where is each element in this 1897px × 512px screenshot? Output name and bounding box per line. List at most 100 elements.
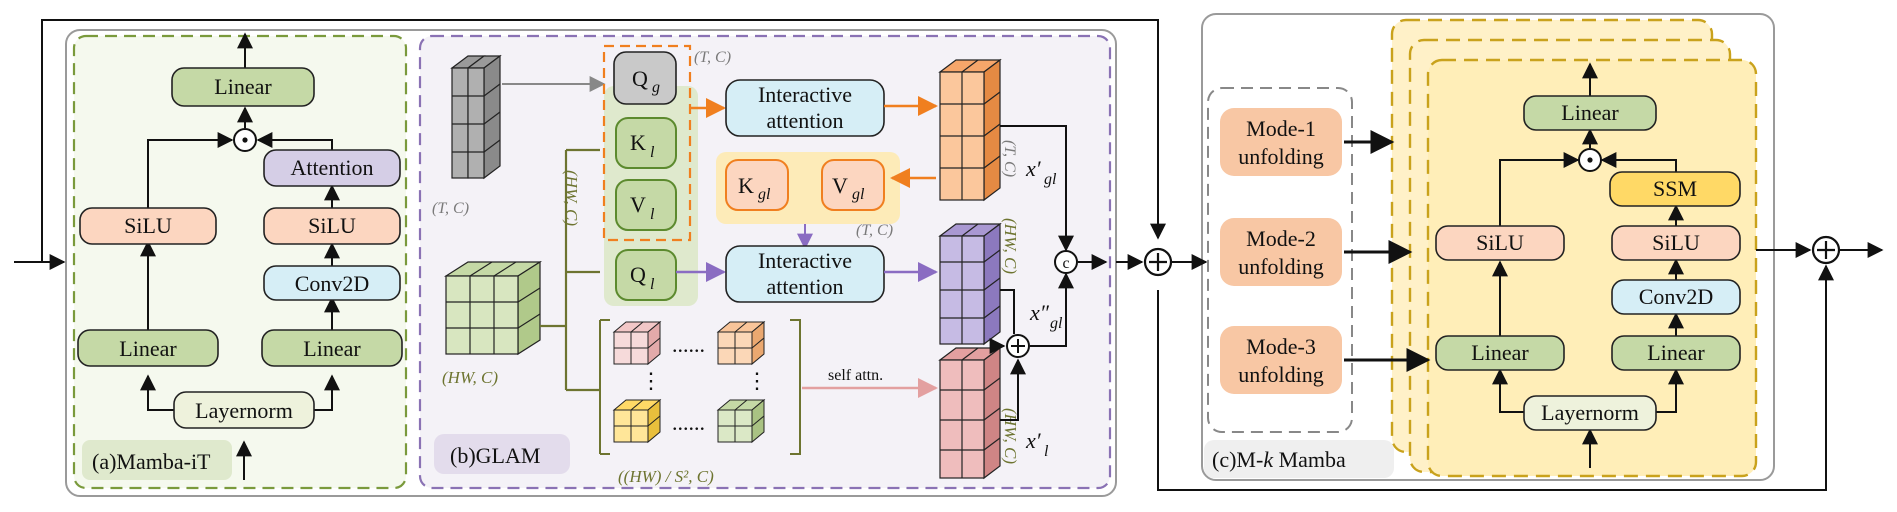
v-l-block — [615, 179, 677, 231]
svg-text:unfolding: unfolding — [1238, 254, 1324, 279]
mamba-it-attention — [263, 149, 401, 187]
svg-text:gl: gl — [1050, 315, 1063, 332]
svg-text:Linear: Linear — [214, 74, 272, 99]
mamba-it-layernorm — [173, 391, 315, 429]
svg-text:(T, C): (T, C) — [432, 200, 469, 217]
svg-text:unfolding: unfolding — [1238, 144, 1324, 169]
svg-text:Linear: Linear — [303, 336, 361, 361]
k-l-block — [615, 117, 677, 169]
svg-text:c: c — [1062, 255, 1069, 272]
svg-text:attention: attention — [767, 108, 844, 133]
svg-text:SSM: SSM — [1653, 176, 1697, 201]
mamba-it-silu-right — [263, 207, 401, 245]
patch-cube-pink — [612, 320, 662, 366]
svg-text:K: K — [630, 130, 646, 155]
svg-text:Conv2D: Conv2D — [1639, 284, 1714, 309]
svg-text:(T, C): (T, C) — [694, 49, 731, 66]
svg-text:(HW, C): (HW, C) — [1001, 408, 1020, 464]
svg-text:(HW, C): (HW, C) — [442, 368, 498, 387]
mk-layernorm — [1523, 395, 1657, 431]
mamba-it-conv2d — [263, 265, 401, 301]
svg-text:SiLU: SiLU — [1652, 230, 1700, 255]
mk-conv2d — [1611, 279, 1741, 315]
svg-text:Attention: Attention — [290, 155, 373, 180]
svg-text:Linear: Linear — [1561, 100, 1619, 125]
svg-text:Linear: Linear — [1471, 340, 1529, 365]
svg-text:V: V — [832, 173, 848, 198]
patch-cube-yellow — [612, 398, 662, 444]
svg-text:Mode-2: Mode-2 — [1246, 226, 1316, 251]
svg-text:(HW, C): (HW, C) — [562, 170, 581, 226]
k-gl-block — [725, 159, 789, 211]
mamba-it-linear-top — [171, 67, 315, 107]
svg-text:......: ...... — [672, 410, 705, 435]
output-cube-pink — [938, 346, 1002, 480]
panel-b-caption: (b)GLAM — [450, 443, 540, 468]
mode-2-unfolding — [1220, 218, 1342, 286]
mode-3-unfolding — [1220, 326, 1342, 394]
mk-silu-left — [1435, 225, 1565, 261]
svg-text:attention: attention — [767, 274, 844, 299]
patch-cube-orange — [716, 320, 766, 366]
panel-a-caption-bg — [82, 440, 232, 480]
svg-text:Q: Q — [630, 262, 646, 287]
interactive-attention-1 — [725, 79, 885, 137]
output-cube-purple — [938, 222, 1002, 346]
svg-text:gl: gl — [1044, 171, 1057, 188]
svg-text:self attn.: self attn. — [828, 367, 883, 384]
svg-text:l: l — [1044, 443, 1049, 460]
svg-text:Layernorm: Layernorm — [1541, 400, 1639, 425]
svg-text:Mode-1: Mode-1 — [1246, 116, 1316, 141]
svg-text:l: l — [650, 276, 655, 293]
mk-linear-right — [1611, 335, 1741, 371]
panel-b-caption-bg — [434, 434, 570, 474]
svg-text:((HW) / S², C): ((HW) / S², C) — [618, 467, 714, 486]
mamba-it-linear-right — [261, 329, 403, 367]
mk-silu-right — [1611, 225, 1741, 261]
svg-text:l: l — [650, 144, 655, 161]
outer-frame-right — [1201, 13, 1775, 481]
token-cube-gray — [450, 54, 502, 180]
svg-text:Linear: Linear — [1647, 340, 1705, 365]
svg-text:(HW, C): (HW, C) — [1001, 218, 1020, 274]
patch-cube-green — [716, 398, 766, 444]
svg-text:Interactive: Interactive — [758, 82, 852, 107]
svg-text:Q: Q — [632, 66, 648, 91]
v-gl-block — [821, 159, 885, 211]
panel-c-caption: (c)M-k Mamba — [1212, 447, 1346, 472]
svg-text:V: V — [630, 192, 646, 217]
mode-1-unfolding — [1220, 108, 1342, 176]
svg-text:SiLU: SiLU — [1476, 230, 1524, 255]
svg-text:Layernorm: Layernorm — [195, 398, 293, 423]
mk-linear-top — [1523, 95, 1657, 131]
skip-connection-top — [41, 19, 1166, 262]
mk-ssm — [1609, 171, 1741, 207]
svg-text:⋮: ⋮ — [640, 368, 662, 393]
panel-c-caption-bg — [1204, 440, 1394, 478]
mk-linear-left — [1435, 335, 1565, 371]
svg-text:gl: gl — [758, 186, 771, 203]
svg-text:(T, C): (T, C) — [856, 222, 893, 239]
q-g-block — [613, 51, 677, 105]
svg-text:K: K — [738, 173, 754, 198]
svg-text:x″: x″ — [1029, 300, 1050, 325]
mode-unfolding-group — [1207, 87, 1353, 433]
interactive-attention-2 — [725, 245, 885, 303]
svg-text:x′: x′ — [1025, 428, 1042, 453]
svg-text:x′: x′ — [1025, 156, 1042, 181]
q-l-block — [615, 249, 677, 301]
svg-text:......: ...... — [672, 332, 705, 357]
qkv-frame — [602, 44, 692, 242]
mamba-it-silu-left — [79, 207, 217, 245]
svg-text:gl: gl — [852, 186, 865, 203]
svg-text:Mode-3: Mode-3 — [1246, 334, 1316, 359]
svg-text:Interactive: Interactive — [758, 248, 852, 273]
svg-text:(T, C): (T, C) — [1001, 140, 1018, 177]
svg-text:SiLU: SiLU — [124, 213, 172, 238]
skip-connection-bottom — [1157, 264, 1834, 491]
output-cube-orange — [938, 58, 1002, 202]
mamba-it-linear-left — [77, 329, 219, 367]
svg-text:⋮: ⋮ — [746, 368, 768, 393]
svg-text:Conv2D: Conv2D — [295, 271, 370, 296]
